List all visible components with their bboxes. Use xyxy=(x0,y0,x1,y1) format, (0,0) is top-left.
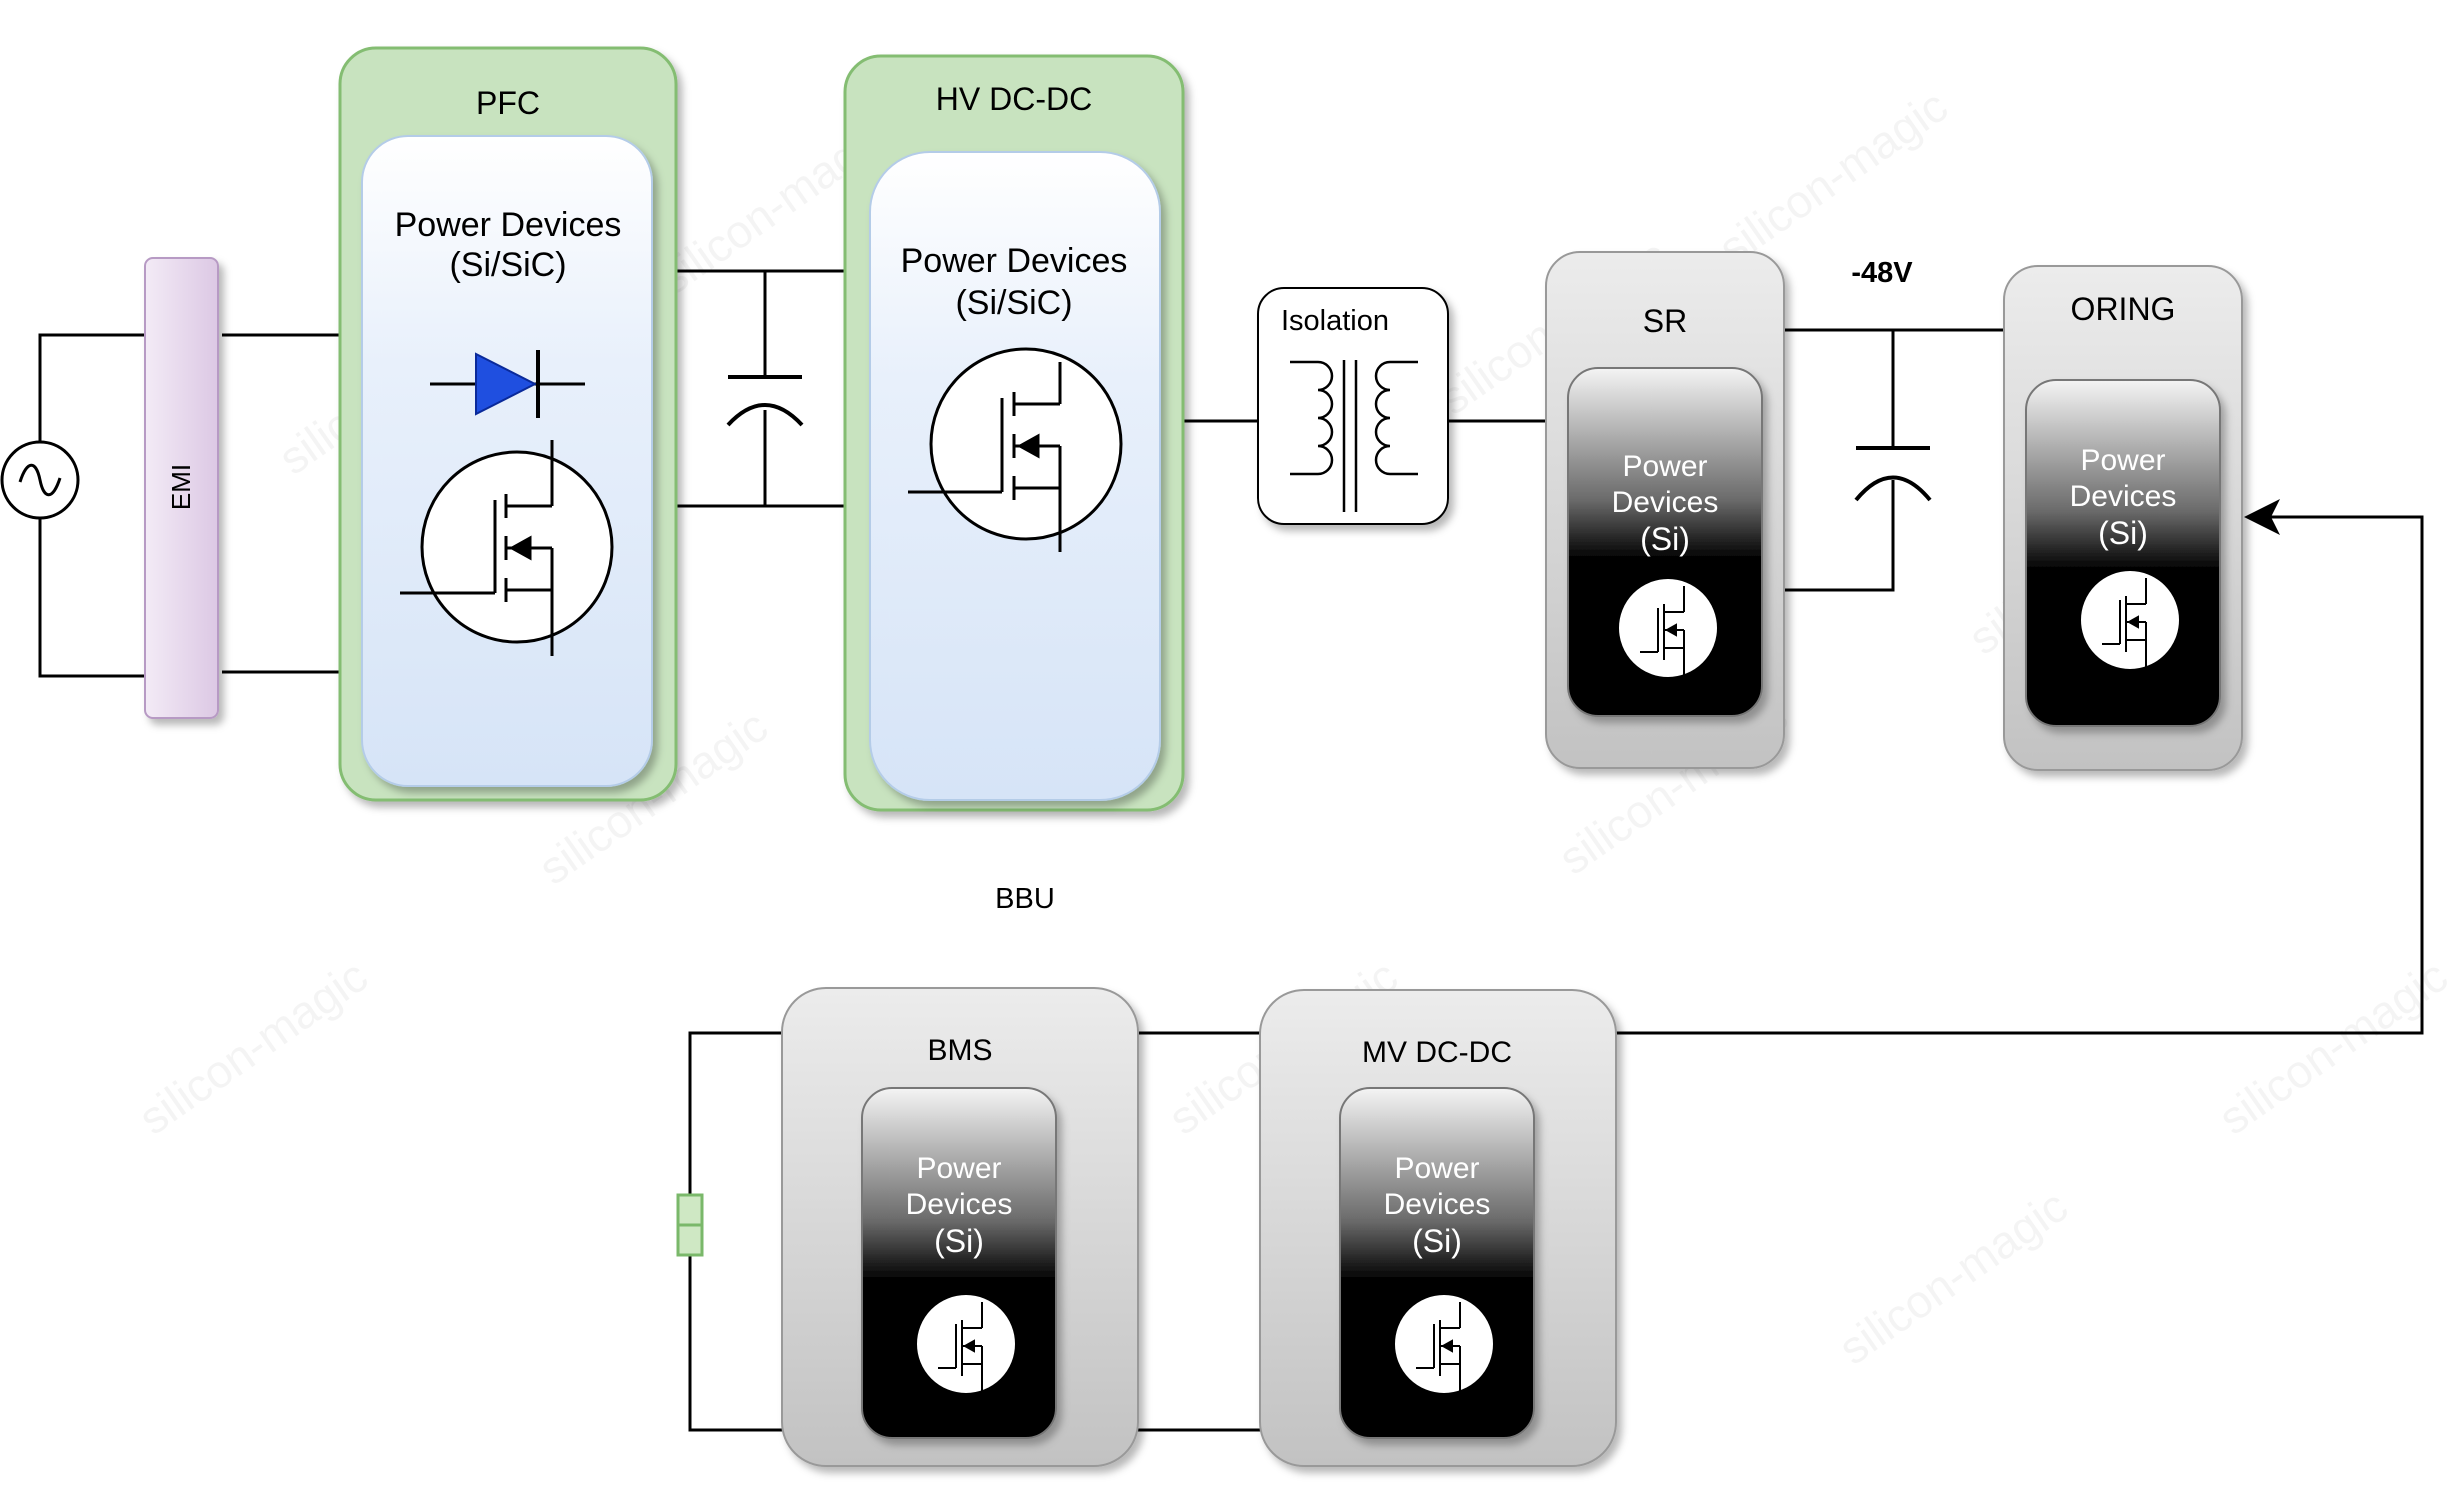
mv-label: MV DC-DC xyxy=(1362,1036,1512,1069)
wire-cap2-bottom xyxy=(1784,480,1895,592)
oring-devices-line3: (Si) xyxy=(2098,515,2148,551)
pfc-label: PFC xyxy=(476,85,540,121)
mosfet-icon xyxy=(2079,569,2181,671)
mv-devices-line1: Power xyxy=(1394,1152,1479,1185)
hv-devices-line2: (Si/SiC) xyxy=(955,284,1072,322)
transformer-icon xyxy=(1290,360,1418,512)
oring-devices-line1: Power xyxy=(2080,444,2165,477)
mosfet-icon xyxy=(400,440,614,656)
sr-devices-line1: Power xyxy=(1622,450,1707,483)
mv-dcdc-block: MV DC-DC Power Devices (Si) xyxy=(1259,989,1617,1467)
bms-devices-line1: Power xyxy=(916,1152,1001,1185)
pfc-block: PFC Power Devices (Si/SiC) xyxy=(338,46,678,802)
ac-source xyxy=(0,440,80,520)
mosfet-icon xyxy=(915,1293,1017,1395)
isolation-block: Isolation xyxy=(1257,287,1449,525)
hv-devices-line1: Power Devices xyxy=(901,242,1128,280)
oring-block: ORING Power Devices (Si) xyxy=(2003,265,2243,771)
capacitor-icon xyxy=(1854,446,1932,502)
wire-ac-top xyxy=(38,333,145,450)
bms-block: BMS Power Devices (Si) xyxy=(781,987,1139,1467)
mosfet-icon xyxy=(1393,1293,1495,1395)
bbu-label: BBU xyxy=(995,883,1055,915)
capacitor-icon xyxy=(726,375,804,427)
wires xyxy=(38,269,2424,1432)
mosfet-icon xyxy=(908,347,1123,552)
pfc-devices-line2: (Si/SiC) xyxy=(449,246,566,284)
oring-devices-line2: Devices xyxy=(2070,480,2177,513)
mv-devices-line3: (Si) xyxy=(1412,1223,1462,1259)
diode-icon xyxy=(430,350,585,418)
bms-devices-line2: Devices xyxy=(906,1188,1013,1221)
oring-label: ORING xyxy=(2071,291,2176,327)
mv-devices-line2: Devices xyxy=(1384,1188,1491,1221)
emi-filter: EMI xyxy=(144,257,219,719)
pfc-devices-line1: Power Devices xyxy=(395,206,622,244)
sr-label: SR xyxy=(1643,303,1687,339)
wire-battery-bottom xyxy=(688,1255,782,1432)
sine-icon xyxy=(18,463,62,497)
sr-devices-line3: (Si) xyxy=(1640,521,1690,557)
wire-mv-oring-return xyxy=(1616,499,2424,1035)
battery-icon xyxy=(676,1193,704,1257)
sr-block: SR Power Devices (Si) xyxy=(1545,251,1785,769)
wire-ac-bottom xyxy=(38,510,145,678)
mosfet-icon xyxy=(1617,577,1719,679)
isolation-label: Isolation xyxy=(1281,305,1389,337)
bms-devices-line3: (Si) xyxy=(934,1223,984,1259)
hv-dcdc-block: HV DC-DC Power Devices (Si/SiC) xyxy=(843,54,1185,812)
sr-devices-line2: Devices xyxy=(1612,486,1719,519)
voltage-label: -48V xyxy=(1851,257,1913,289)
bms-label: BMS xyxy=(927,1034,992,1067)
emi-label: EMI xyxy=(166,464,196,510)
wire-battery-top xyxy=(688,1031,782,1195)
oring-devices-panel xyxy=(2025,379,2221,727)
hv-label: HV DC-DC xyxy=(936,81,1092,117)
